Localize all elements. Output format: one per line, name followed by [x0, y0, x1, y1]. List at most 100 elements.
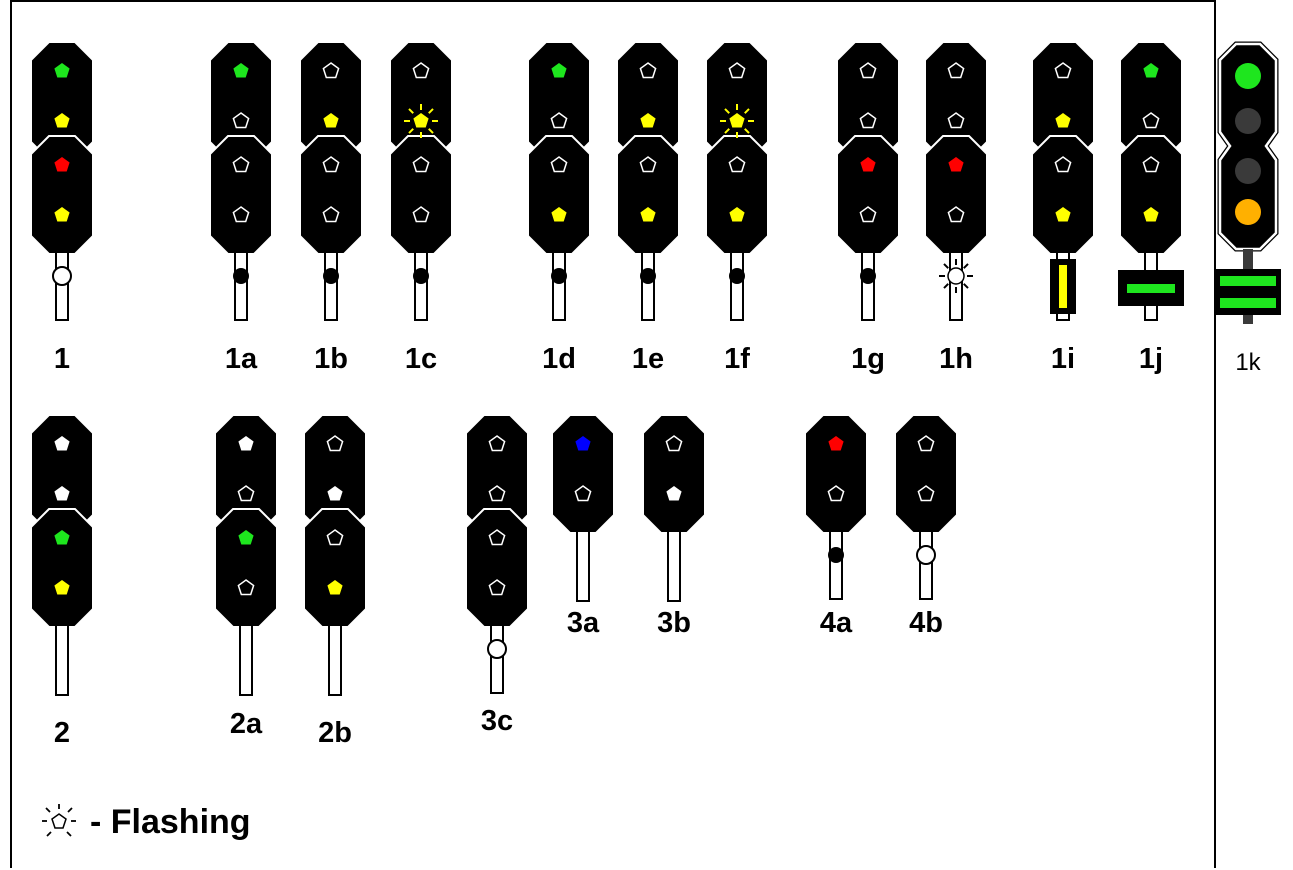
lamp-off: [574, 485, 592, 502]
route-plate: [1215, 269, 1281, 315]
signal-label: 1a: [225, 343, 258, 375]
lamp-white: [666, 486, 682, 501]
signal-label: 1: [54, 343, 70, 375]
lamp-off: [322, 62, 340, 79]
signal-label: 1b: [314, 343, 348, 375]
lamp-green: [54, 63, 70, 78]
signal-head: [804, 414, 868, 534]
route-bar: [1220, 276, 1276, 286]
lamp-white: [54, 486, 70, 501]
signal-post: [667, 530, 681, 602]
signal-1e: 1e: [616, 41, 680, 375]
lamp-off: [488, 485, 506, 502]
lamp-off: [859, 62, 877, 79]
lamp-off: [1142, 156, 1160, 173]
post-marker-black: [233, 268, 249, 284]
signal-1k: 1k: [1215, 41, 1281, 376]
signal-1: 1: [30, 41, 94, 375]
lamp-off: [728, 156, 746, 173]
flash-rays: [720, 104, 754, 138]
lamp-off: [412, 206, 430, 223]
lamp-off: [917, 485, 935, 502]
lamp-off: [232, 156, 250, 173]
lamp-off: [412, 156, 430, 173]
signal-3b: 3b: [642, 414, 706, 639]
lamp-blue: [575, 436, 591, 451]
post-marker-black: [640, 268, 656, 284]
lamp-dark: [1235, 158, 1261, 184]
lamp-off: [322, 206, 340, 223]
signal-label: 2a: [230, 708, 263, 740]
signal-post: [328, 624, 342, 696]
lamp-green: [238, 530, 254, 545]
signal-head: [30, 135, 94, 255]
lamp-dark: [1235, 108, 1261, 134]
lamp-yellow: [1055, 207, 1071, 222]
lamp-off: [550, 112, 568, 129]
signal-label: 4b: [909, 607, 943, 639]
signal-head: [214, 508, 278, 628]
signal-label: 3a: [567, 607, 600, 639]
legend: - Flashing: [36, 800, 251, 844]
lamp-white: [54, 436, 70, 451]
signal-post: [324, 251, 338, 321]
lamp-red: [860, 157, 876, 172]
signal-post: [730, 251, 744, 321]
signal-1i: 1i: [1031, 41, 1095, 375]
post-marker-white: [487, 639, 507, 659]
signal-1f: 1f: [705, 41, 769, 375]
lamp-off: [412, 62, 430, 79]
lamp-yellow: [640, 207, 656, 222]
lamp-green: [1143, 63, 1159, 78]
signal-head: [527, 135, 591, 255]
signal-label: 4a: [820, 607, 853, 639]
signal-head: [894, 414, 958, 534]
lamp-yellow: [323, 113, 339, 128]
route-bar: [1220, 298, 1276, 308]
legend-label: - Flashing: [90, 802, 251, 841]
lamp-green: [54, 530, 70, 545]
signal-label: 1h: [939, 343, 973, 375]
signal-label: 1c: [405, 343, 437, 375]
lamp-green: [551, 63, 567, 78]
lamp-off: [947, 206, 965, 223]
signal-head: [209, 135, 273, 255]
signal-post: [576, 530, 590, 602]
signal-2b: 2b: [303, 414, 367, 749]
lamp-off: [859, 206, 877, 223]
post-marker-black: [413, 268, 429, 284]
lamp-green: [233, 63, 249, 78]
signal-head: [1119, 135, 1183, 255]
lamp-off: [665, 435, 683, 452]
signal-label: 1f: [724, 343, 750, 375]
signal-label: 1j: [1139, 343, 1163, 375]
signal-post: [55, 624, 69, 696]
signal-label: 1e: [632, 343, 664, 375]
lamp-off: [639, 62, 657, 79]
flash-rays: [404, 104, 438, 138]
lamp-off: [917, 435, 935, 452]
lamp-off: [947, 62, 965, 79]
signal-head: [924, 135, 988, 255]
signal-head: [616, 135, 680, 255]
lamp-yellow-flash: [413, 113, 429, 128]
post-marker-black: [828, 547, 844, 563]
lamp-off: [232, 206, 250, 223]
lamp-off: [322, 156, 340, 173]
signal-head: [465, 508, 529, 628]
lamp-yellow: [327, 580, 343, 595]
lamp-off: [232, 112, 250, 129]
signal-1j: 1j: [1118, 41, 1184, 375]
signal-outline: [1218, 42, 1278, 251]
lamp-off: [827, 485, 845, 502]
lamp-red: [54, 157, 70, 172]
signal-1b: 1b: [299, 41, 363, 375]
lamp-yellow: [54, 207, 70, 222]
signal-1h: 1h: [924, 41, 988, 375]
signal-head: [551, 414, 615, 534]
lamp-white: [238, 436, 254, 451]
signal-1d: 1d: [527, 41, 591, 375]
signal-head: [299, 135, 363, 255]
lamp-yellow: [729, 207, 745, 222]
lamp-green: [1235, 63, 1261, 89]
